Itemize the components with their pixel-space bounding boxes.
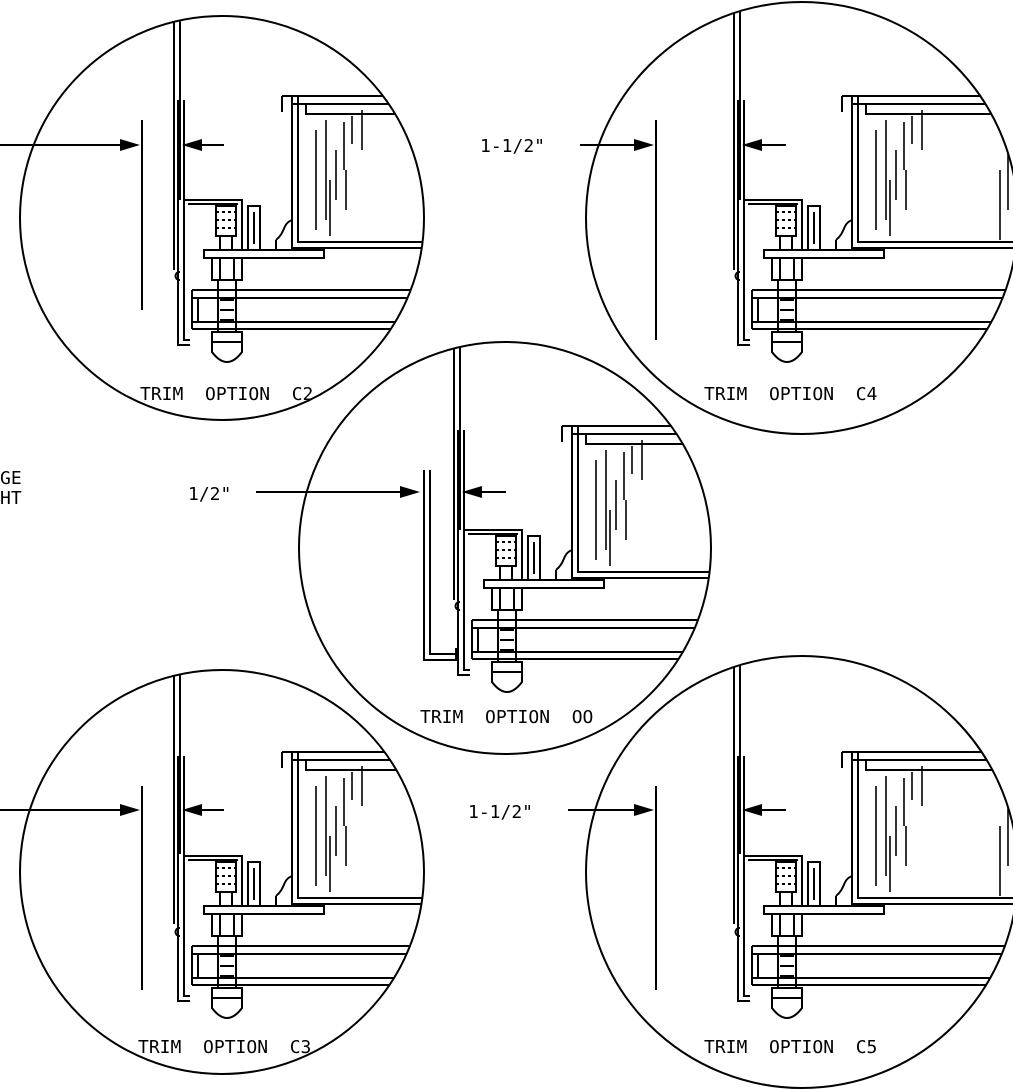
- detail-trim-option-oo: 1/2" TRIM OPTION OO: [188, 341, 712, 755]
- trim-option-c4-label: TRIM OPTION C4: [704, 384, 877, 405]
- detail-c3-circle: [19, 669, 425, 1075]
- detail-c4-circle: [585, 1, 1013, 435]
- trim-option-c5-label: TRIM OPTION C5: [704, 1037, 877, 1058]
- trim-option-c5-dimension: 1-1/2": [468, 802, 533, 823]
- detail-trim-option-c4: 1-1/2" TRIM OPTION C4: [480, 1, 1013, 435]
- detail-trim-option-c5: 1-1/2" TRIM OPTION C5: [468, 655, 1013, 1089]
- left-note-line-1: GE: [0, 468, 22, 489]
- trim-option-c3-label: TRIM OPTION C3: [138, 1037, 311, 1058]
- trim-option-c4-dimension: 1-1/2": [480, 136, 545, 157]
- detail-c2-circle: [19, 15, 425, 421]
- detail-trim-option-c3: TRIM OPTION C3: [0, 669, 425, 1075]
- left-note-line-2: HT: [0, 488, 22, 509]
- detail-trim-option-c2: TRIM OPTION C2: [0, 15, 425, 421]
- trim-option-oo-label: TRIM OPTION OO: [420, 707, 593, 728]
- trim-option-oo-dimension: 1/2": [188, 484, 231, 505]
- detail-c5-circle: [585, 655, 1013, 1089]
- trim-option-c2-label: TRIM OPTION C2: [140, 384, 313, 405]
